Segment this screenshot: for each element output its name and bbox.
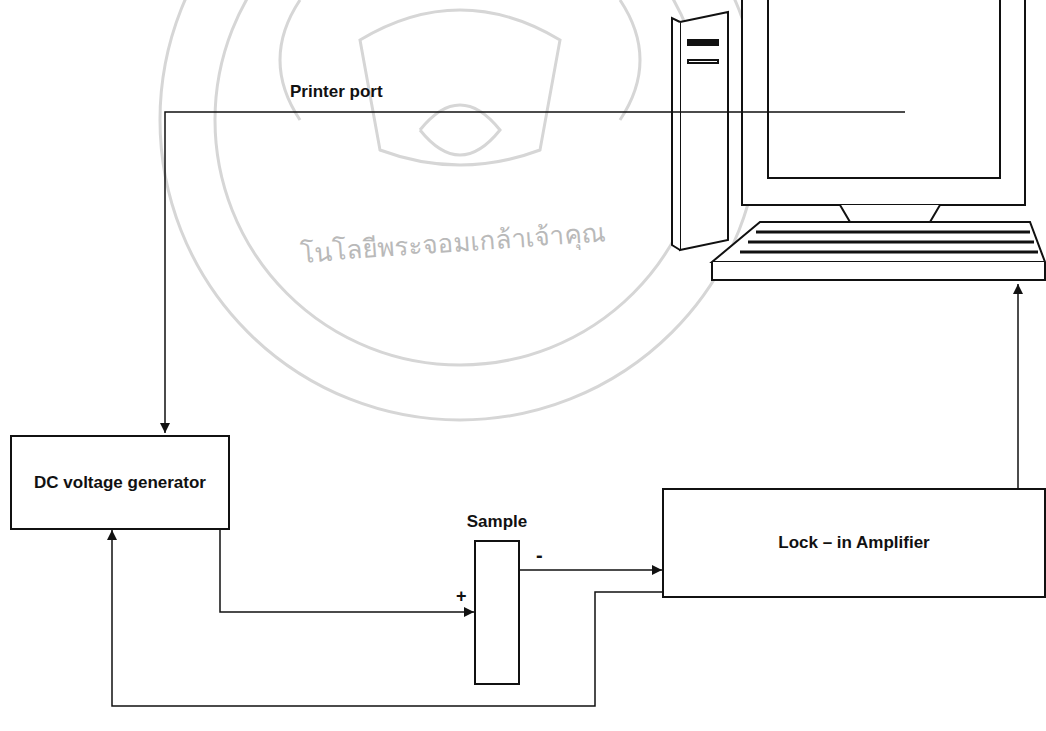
keyboard xyxy=(712,222,1045,262)
keyboard-front xyxy=(712,262,1045,280)
box-heading: Sample xyxy=(467,512,527,532)
box-label: DC voltage generator xyxy=(34,473,206,493)
drive-slot xyxy=(688,40,718,45)
polarity-sign: - xyxy=(536,544,543,567)
box-label: Lock – in Amplifier xyxy=(778,533,929,553)
monitor xyxy=(742,0,1025,205)
watermark: โนโลยีพระจอมเกล้าเจ้าคุณ xyxy=(299,211,607,273)
data-wire xyxy=(1017,284,1019,488)
pc-tower xyxy=(680,12,728,250)
computer-illustration xyxy=(672,0,1045,280)
keyboard-keys xyxy=(740,232,1038,252)
sample-box: Sample xyxy=(474,540,520,685)
seal-watermark xyxy=(160,0,760,420)
printer-port-wire xyxy=(165,112,905,433)
signal-connector xyxy=(520,569,662,571)
polarity-sign: + xyxy=(456,586,467,607)
pc-tower-side xyxy=(672,18,680,250)
drive-slot xyxy=(688,60,718,63)
signal-connector xyxy=(112,530,662,706)
process-box: Lock – in Amplifier xyxy=(662,488,1046,598)
signal-connector xyxy=(220,530,474,612)
monitor-screen xyxy=(768,0,1000,178)
signal-label: Printer port xyxy=(290,82,383,102)
monitor-stand xyxy=(840,205,940,222)
process-box: DC voltage generator xyxy=(10,435,230,530)
